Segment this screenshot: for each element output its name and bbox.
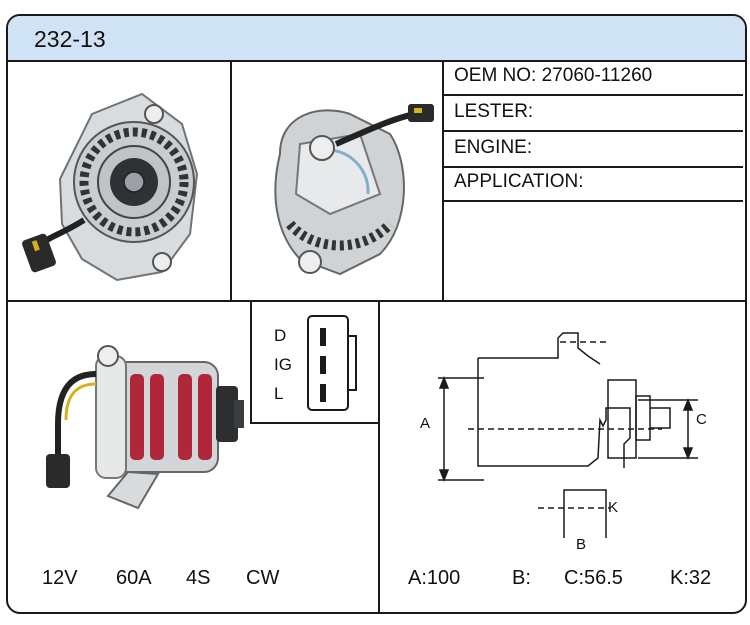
- grooves-value: 4S: [186, 567, 211, 589]
- pin-label-d: D: [274, 326, 287, 345]
- voltage-value: 12V: [42, 567, 78, 589]
- engine-label: ENGINE:: [454, 137, 533, 158]
- spec-row-engine: ENGINE:: [444, 132, 743, 168]
- connector-diagram: [307, 315, 357, 411]
- product-card: 232-13 OEM NO: 27060-11260 LESTER: ENGIN…: [6, 14, 747, 614]
- dim-k-value: K:32: [670, 567, 712, 589]
- lester-label: LESTER:: [454, 101, 534, 122]
- dim-c-value: C:56.5: [564, 567, 623, 589]
- dim-b-value: B:: [512, 567, 531, 589]
- divider: [378, 300, 380, 612]
- spec-row-oem: OEM NO: 27060-11260: [444, 60, 743, 96]
- dim-label-c: C: [696, 411, 707, 428]
- alternator-rear-photo: [274, 104, 434, 276]
- alternator-front-photo: [22, 92, 199, 282]
- part-number-title: 232-13: [34, 26, 106, 52]
- divider: [230, 60, 232, 300]
- application-label: APPLICATION:: [454, 171, 584, 192]
- pin-label-ig: IG: [274, 355, 292, 374]
- connector-box-border: [250, 300, 252, 424]
- pin-label-l: L: [274, 384, 284, 403]
- divider: [8, 300, 745, 302]
- rotation-value: CW: [246, 567, 280, 589]
- header-bar: 232-13: [8, 16, 745, 62]
- dimension-drawing: [438, 332, 698, 538]
- dim-label-a: A: [420, 415, 431, 432]
- alternator-side-photo: [46, 345, 244, 510]
- divider: [442, 60, 444, 300]
- dim-label-k: K: [608, 499, 619, 516]
- connector-box-border: [250, 422, 380, 424]
- amperage-value: 60A: [116, 567, 152, 589]
- dim-label-b: B: [576, 536, 587, 553]
- spec-row-application: APPLICATION:: [444, 166, 743, 202]
- spec-row-lester: LESTER:: [444, 96, 743, 132]
- dim-a-value: A:100: [408, 567, 461, 589]
- oem-number: OEM NO: 27060-11260: [454, 65, 653, 86]
